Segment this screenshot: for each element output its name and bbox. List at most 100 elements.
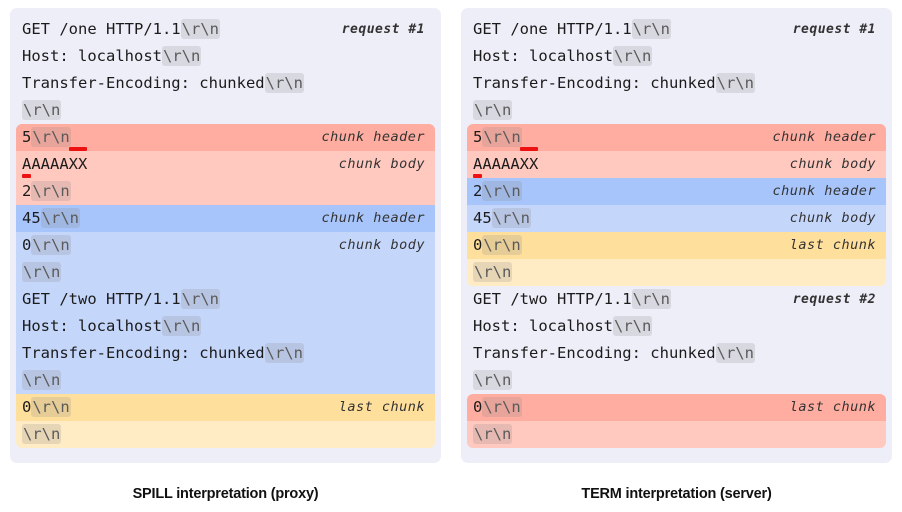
line-text: 45 xyxy=(22,209,41,227)
message-line: \r\n xyxy=(467,421,886,448)
message-line: GET /two HTTP/1.1\r\n xyxy=(16,286,435,313)
crlf-escape: \r\n xyxy=(473,262,513,282)
line-text: Host: localhost xyxy=(22,47,162,65)
line-text: GET /one HTTP/1.1 xyxy=(473,20,632,38)
line-text: GET /one HTTP/1.1 xyxy=(22,20,181,38)
line-annotation: last chunk xyxy=(789,399,876,415)
crlf-escape: \r\n xyxy=(31,181,71,201)
line-text: Transfer-Encoding: chunked xyxy=(22,344,265,362)
line-text: 0 xyxy=(473,398,483,416)
highlight-band-chunk-body-red xyxy=(16,151,435,205)
message-line: Host: localhost\r\n xyxy=(16,313,435,340)
highlight-band-chunk-header-red xyxy=(16,124,435,151)
line-text: Host: localhost xyxy=(22,317,162,335)
crlf-escape: \r\n xyxy=(22,100,62,120)
line-annotation: last chunk xyxy=(338,399,425,415)
line-annotation: chunk header xyxy=(321,210,425,226)
line-text: 5 xyxy=(473,128,483,146)
message-line: Transfer-Encoding: chunked\r\n xyxy=(16,340,435,367)
crlf-escape: \r\n xyxy=(40,208,80,228)
line-text: 0 xyxy=(473,236,483,254)
line-text: 0 xyxy=(22,398,32,416)
crlf-escape: \r\n xyxy=(473,370,513,390)
line-text: Transfer-Encoding: chunked xyxy=(22,74,265,92)
line-text: AAAAAXX xyxy=(22,155,88,173)
line-annotation: chunk body xyxy=(338,156,425,172)
crlf-escape: \r\n xyxy=(22,424,62,444)
highlight-band-chunk-header-blue xyxy=(16,205,435,232)
highlight-band-last-chunk-yellow-light xyxy=(467,259,886,286)
line-annotation: chunk body xyxy=(338,237,425,253)
crlf-escape: \r\n xyxy=(31,397,71,417)
line-text: 2 xyxy=(473,182,483,200)
line-text: 2 xyxy=(22,182,32,200)
message-line: Host: localhost\r\n xyxy=(467,43,886,70)
line-annotation: chunk body xyxy=(789,156,876,172)
message-line: \r\n xyxy=(467,259,886,286)
highlight-band-chunk-header-red xyxy=(467,394,886,421)
crlf-escape: \r\n xyxy=(482,181,522,201)
message-line: GET /two HTTP/1.1\r\n request #2 xyxy=(467,286,886,313)
line-annotation: request #1 xyxy=(341,22,425,37)
line-text: Transfer-Encoding: chunked xyxy=(473,74,716,92)
highlight-band-last-chunk-yellow xyxy=(467,232,886,259)
line-text: GET /two HTTP/1.1 xyxy=(22,290,181,308)
caption-term: TERM interpretation (server) xyxy=(581,486,772,502)
highlight-band-chunk-header-blue xyxy=(467,178,886,205)
crlf-escape: \r\n xyxy=(161,46,202,66)
crlf-escape: \r\n xyxy=(180,289,220,309)
message-line: GET /one HTTP/1.1\r\n request #1 xyxy=(467,16,886,43)
message-line: Host: localhost\r\n xyxy=(467,313,886,340)
line-annotation: chunk header xyxy=(321,129,425,145)
message-line: Host: localhost\r\n xyxy=(16,43,435,70)
crlf-escape: \r\n xyxy=(631,19,671,39)
message-line: \r\n xyxy=(467,97,886,124)
crlf-escape: \r\n xyxy=(631,289,671,309)
crlf-escape: \r\n xyxy=(22,370,62,390)
smuggled-bytes-underline xyxy=(22,174,32,178)
crlf-escape: \r\n xyxy=(264,343,304,363)
message-line: 0\r\n last chunk xyxy=(16,394,435,421)
line-annotation: request #1 xyxy=(792,22,876,37)
crlf-escape: \r\n xyxy=(715,343,755,363)
highlight-band-last-chunk-yellow-light xyxy=(16,421,435,448)
line-text: Host: localhost xyxy=(473,47,613,65)
crlf-escape: \r\n xyxy=(482,127,522,147)
message-line: AAAAAXX chunk body xyxy=(16,151,435,178)
message-line: \r\n xyxy=(16,367,435,394)
line-text: 5 xyxy=(22,128,32,146)
crlf-escape: \r\n xyxy=(161,316,202,336)
crlf-escape: \r\n xyxy=(264,73,304,93)
crlf-escape: \r\n xyxy=(491,208,531,228)
crlf-escape: \r\n xyxy=(473,424,513,444)
smuggled-bytes-underline xyxy=(68,147,88,151)
smuggled-bytes-underline xyxy=(473,174,483,178)
message-line: Transfer-Encoding: chunked\r\n xyxy=(467,340,886,367)
message-line: Transfer-Encoding: chunked\r\n xyxy=(467,70,886,97)
crlf-escape: \r\n xyxy=(612,46,653,66)
highlight-band-chunk-body-blue xyxy=(16,232,435,394)
line-text: 0 xyxy=(22,236,32,254)
message-line: \r\n xyxy=(467,367,886,394)
highlight-band-chunk-body-blue xyxy=(467,205,886,232)
line-annotation: last chunk xyxy=(789,237,876,253)
highlight-band-last-chunk-yellow xyxy=(16,394,435,421)
message-line: \r\n xyxy=(16,421,435,448)
crlf-escape: \r\n xyxy=(22,262,62,282)
line-text: 45 xyxy=(473,209,492,227)
crlf-escape: \r\n xyxy=(31,235,71,255)
line-annotation: request #2 xyxy=(792,292,876,307)
line-text: GET /two HTTP/1.1 xyxy=(473,290,632,308)
